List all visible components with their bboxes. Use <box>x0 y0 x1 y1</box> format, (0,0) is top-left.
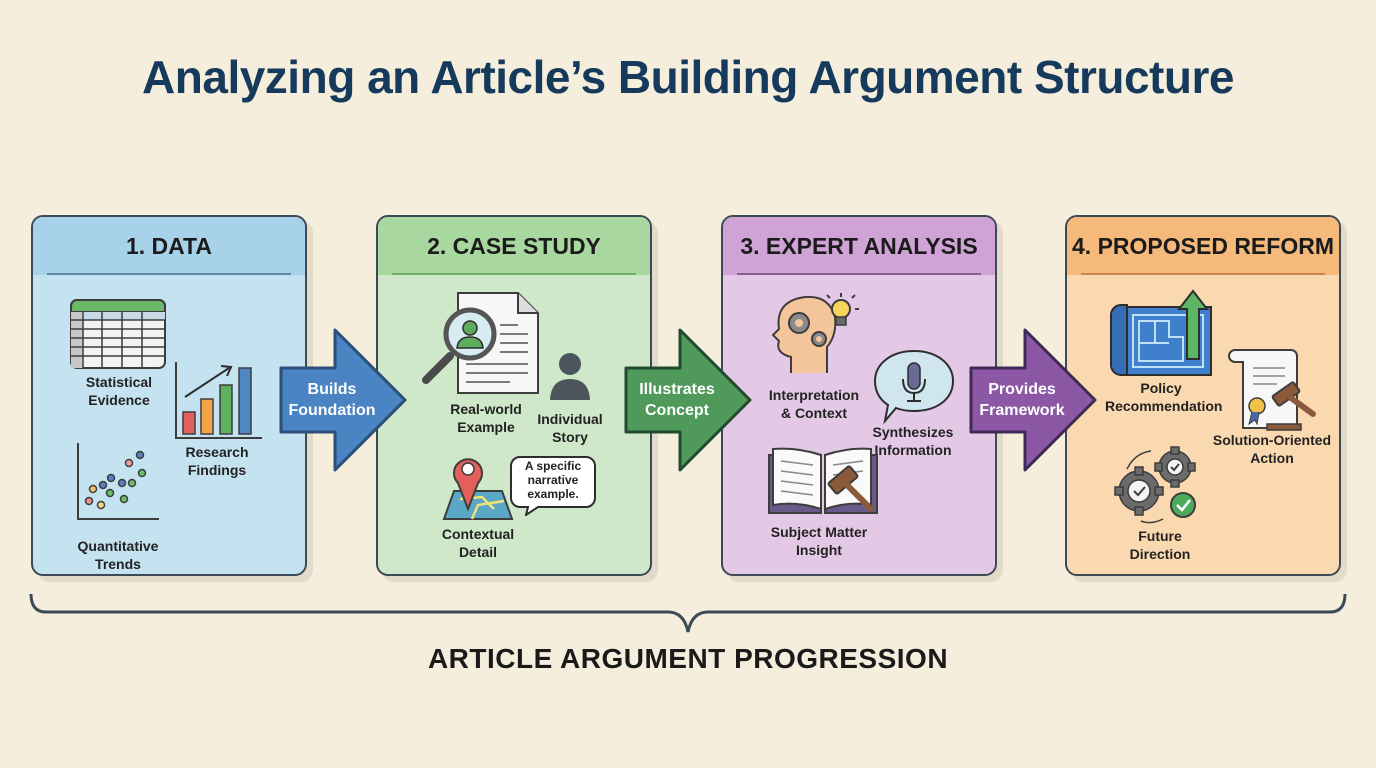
book-gavel-icon <box>768 447 878 514</box>
map-pin-icon <box>442 458 514 520</box>
speech-bubble-text: A specific narrative example. <box>524 459 582 501</box>
microphone-bubble-icon <box>873 349 955 425</box>
spreadsheet-icon <box>70 299 166 369</box>
label-synthesizes-information: Synthesizes Information <box>872 424 954 458</box>
label-solution-oriented-action: Solution-Oriented Action <box>1212 432 1332 466</box>
document-magnifier-icon <box>422 292 539 394</box>
scatter-plot-icon <box>77 443 159 520</box>
heading-divider <box>47 273 291 275</box>
heading-divider <box>737 273 981 275</box>
label-future-direction: Future Direction <box>1129 528 1191 562</box>
label-interpretation-context: Interpretation & Context <box>768 387 860 421</box>
heading-divider <box>392 273 636 275</box>
panel-heading: 1. DATA <box>33 217 305 275</box>
person-icon <box>550 353 590 400</box>
label-subject-matter-insight: Subject Matter Insight <box>770 524 868 558</box>
curly-brace-icon <box>29 593 1347 633</box>
speech-bubble-icon <box>510 456 596 516</box>
panel-heading: 4. PROPOSED REFORM <box>1067 217 1339 275</box>
blueprint-arrow-icon <box>1110 289 1212 376</box>
label-contextual-detail: Contextual Detail <box>441 526 515 560</box>
panel-case-study: 2. CASE STUDY Real-world Example In <box>376 215 652 576</box>
gears-check-icon <box>1114 446 1196 524</box>
bar-chart-icon <box>175 362 262 439</box>
arrow-right-icon <box>279 328 407 472</box>
label-research-findings: Research Findings <box>185 444 249 478</box>
head-gears-lightbulb-icon <box>771 293 859 373</box>
heading-divider <box>1081 273 1325 275</box>
arrow-right-icon <box>969 328 1097 472</box>
panel-heading: 3. EXPERT ANALYSIS <box>723 217 995 275</box>
panel-proposed-reform: 4. PROPOSED REFORM Policy Recommendation… <box>1065 215 1341 576</box>
page-title: Analyzing an Article’s Building Argument… <box>142 51 1234 103</box>
panel-expert-analysis: 3. EXPERT ANALYSIS Interpretation & Cont… <box>721 215 997 576</box>
panel-heading: 2. CASE STUDY <box>378 217 650 275</box>
label-quantitative-trends: Quantitative Trends <box>77 538 159 572</box>
label-statistical-evidence: Statistical Evidence <box>85 374 153 408</box>
label-policy-recommendation: Policy Recommendation <box>1105 380 1223 414</box>
certificate-gavel-icon <box>1228 349 1316 431</box>
label-individual-story: Individual Story <box>537 411 603 445</box>
arrow-right-icon <box>624 328 752 472</box>
panel-data: 1. DATA Statistical Evidence <box>31 215 307 576</box>
footer-label: ARTICLE ARGUMENT PROGRESSION <box>427 643 949 674</box>
label-real-world-example: Real-world Example <box>450 401 522 435</box>
